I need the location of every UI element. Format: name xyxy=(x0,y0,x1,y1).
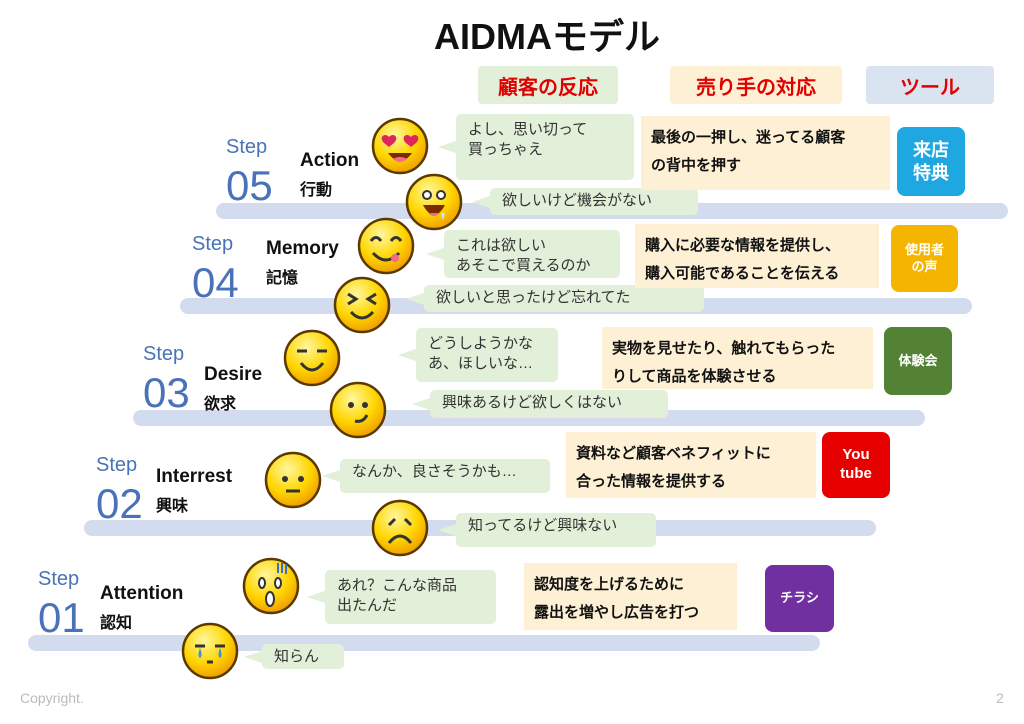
yum-face-icon xyxy=(357,217,415,280)
seller-action-line: 実物を見せたり、触れてもらった xyxy=(612,340,836,357)
shocked-face-icon xyxy=(242,557,300,620)
reaction-bubble: これは欲しい あそこで買えるのか xyxy=(426,230,620,278)
reaction-bubble: あれ？こんな商品 出たんだ xyxy=(307,570,496,624)
tool-label-line: 特典 xyxy=(913,162,949,183)
stage-name-en: Action xyxy=(300,150,360,171)
tool-label-line: 使用者 xyxy=(904,242,944,258)
tool-badge: 体験会 xyxy=(884,327,952,395)
reaction-bubble: 興味あるけど欲しくはない xyxy=(412,390,668,418)
page-number: 2 xyxy=(996,690,1004,706)
tool-label-line: 来店 xyxy=(913,140,949,160)
stage-name-ja: 記憶 xyxy=(266,270,299,287)
step-label: Step xyxy=(192,233,234,255)
seller-action-line: 合った情報を提供する xyxy=(576,473,727,490)
tool-badge: チラシ xyxy=(765,565,834,632)
step-label: Step xyxy=(226,136,268,158)
reaction-bubble: 知らん xyxy=(244,644,344,669)
stage-name-en: Attention xyxy=(100,583,184,604)
step-number: 01 xyxy=(38,594,85,641)
squinting-face-icon xyxy=(333,276,391,339)
seller-action-line: の背中を押す xyxy=(651,157,742,174)
tool-badge: 使用者の声 xyxy=(891,225,958,292)
step-number: 05 xyxy=(226,162,273,209)
crying-face-icon xyxy=(181,622,239,685)
stage-name-en: Interrest xyxy=(156,466,233,487)
reaction-bubble: よし、思い切って 買っちゃえ xyxy=(438,114,634,180)
reaction-bubble: どうしようかな あ、ほしいな… xyxy=(398,328,558,382)
step-label: Step xyxy=(96,454,138,476)
tool-label-line: 体験会 xyxy=(898,352,938,368)
step-number: 04 xyxy=(192,259,239,306)
stage-name-ja: 欲求 xyxy=(204,396,237,413)
tool-label-line: tube xyxy=(840,465,872,482)
header-seller-response: 売り手の対応 xyxy=(670,66,842,104)
stage-name-ja: 認知 xyxy=(100,615,133,632)
seller-action: 資料など顧客ベネフィットに合った情報を提供する xyxy=(566,432,816,498)
reaction-bubble: 知ってるけど興味ない xyxy=(438,513,656,547)
tool-label-line: チラシ xyxy=(780,590,819,606)
tool-badge: 来店特典 xyxy=(897,127,965,196)
step-label: Step xyxy=(38,568,80,590)
copyright: Copyright. xyxy=(20,690,84,706)
neutral-face-icon xyxy=(264,451,322,514)
smirking-face-icon xyxy=(283,329,341,392)
stage-name-en: Memory xyxy=(266,238,339,259)
seller-action: 実物を見せたり、触れてもらったりして商品を体験させる xyxy=(602,327,873,389)
seller-action: 認知度を上げるために露出を増やし広告を打つ xyxy=(524,563,737,630)
reaction-bubble: 欲しいけど機会がない xyxy=(472,188,698,215)
seller-action-line: 最後の一押し、迷ってる顧客 xyxy=(651,129,846,146)
step-label: Step xyxy=(143,343,185,365)
reaction-bubble: なんか、良さそうかも… xyxy=(322,459,550,493)
stage-name-en: Desire xyxy=(204,364,263,385)
heart-eyes-face-icon xyxy=(371,117,429,180)
header-tool: ツール xyxy=(866,66,994,104)
seller-action: 購入に必要な情報を提供し、購入可能であることを伝える xyxy=(635,224,879,288)
step-number: 02 xyxy=(96,480,143,527)
tool-label-line: You xyxy=(842,446,870,464)
seller-action-line: 露出を増やし広告を打つ xyxy=(534,604,700,621)
slight-smile-face-icon xyxy=(329,381,387,444)
seller-action-line: 認知度を上げるために xyxy=(534,576,685,593)
seller-action-line: 購入可能であることを伝える xyxy=(645,265,840,282)
frowning-face-icon xyxy=(371,499,429,562)
tool-label-line: の声 xyxy=(911,258,938,274)
reaction-bubble: 欲しいと思ったけど忘れてた xyxy=(406,285,704,312)
slide-title: AIDMAモデル xyxy=(434,16,660,57)
step-number: 03 xyxy=(143,369,190,416)
step-bar xyxy=(28,635,820,651)
seller-action-line: 購入に必要な情報を提供し、 xyxy=(645,237,841,254)
drooling-face-icon xyxy=(405,173,463,236)
seller-action-line: りして商品を体験させる xyxy=(612,368,777,385)
seller-action-line: 資料など顧客ベネフィットに xyxy=(576,445,771,462)
seller-action: 最後の一押し、迷ってる顧客の背中を押す xyxy=(641,116,890,190)
stage-name-ja: 行動 xyxy=(300,182,333,199)
header-customer-reaction: 顧客の反応 xyxy=(478,66,618,104)
stage-name-ja: 興味 xyxy=(156,498,189,515)
